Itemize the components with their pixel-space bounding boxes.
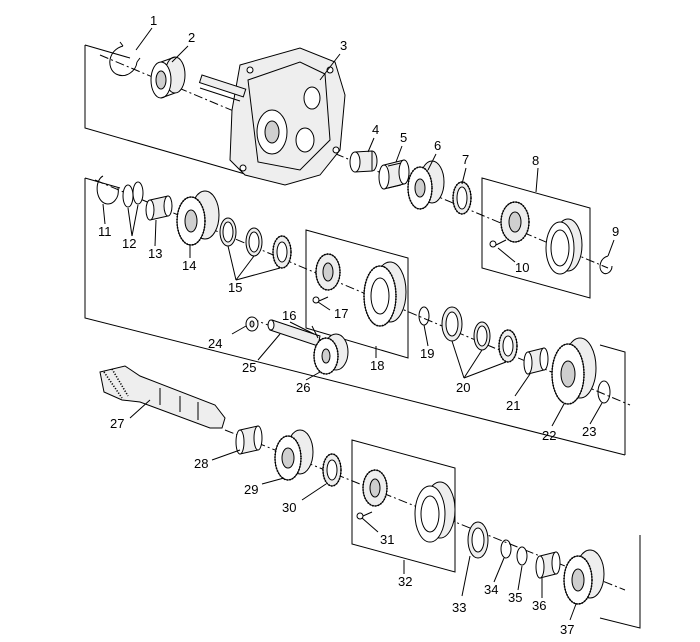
part-36-needle-bearing — [535, 551, 561, 579]
part-10-key — [489, 239, 507, 248]
callout-9: 9 — [612, 224, 619, 239]
callout-8: 8 — [532, 153, 539, 168]
callout-17: 17 — [334, 306, 348, 321]
part-20-synchro-rings — [441, 306, 518, 363]
part-30-synchro-ring — [322, 453, 342, 487]
callout-25: 25 — [242, 360, 256, 375]
part-14-gear — [176, 190, 220, 246]
callout-12: 12 — [122, 236, 136, 251]
callout-labels: 1 2 3 4 5 6 7 8 9 10 11 12 13 14 15 16 1… — [98, 13, 619, 637]
part-4-sleeve — [349, 150, 378, 173]
group-frame-bottom — [599, 535, 641, 629]
part-18-synchronizer-assembly — [315, 253, 407, 327]
part-29-gear — [274, 429, 314, 481]
part-12-thrust-washers — [122, 181, 144, 208]
callout-1: 1 — [150, 13, 157, 28]
callout-15: 15 — [228, 280, 242, 295]
part-37-gear — [563, 549, 605, 605]
callout-32: 32 — [398, 574, 412, 589]
part-5-needle-bearing — [378, 159, 410, 190]
part-26-gear — [313, 333, 349, 375]
part-15-synchro-rings — [219, 217, 292, 269]
part-32-synchronizer-assembly — [362, 469, 456, 543]
part-21-needle-bearing — [523, 347, 549, 375]
callout-37: 37 — [560, 622, 574, 637]
callout-36: 36 — [532, 598, 546, 613]
part-1-snap-ring — [109, 41, 141, 76]
callout-23: 23 — [582, 424, 596, 439]
part-34-snap-ring — [500, 539, 512, 559]
axis-middle — [94, 179, 631, 406]
part-33-synchro-ring — [467, 521, 489, 559]
part-9-snap-ring — [599, 255, 613, 275]
callout-24: 24 — [208, 336, 222, 351]
part-8-synchronizer-assembly — [500, 201, 583, 275]
callout-27: 27 — [110, 416, 124, 431]
part-27-output-shaft — [99, 365, 226, 429]
callout-26: 26 — [296, 380, 310, 395]
part-22-gear — [551, 337, 597, 405]
callout-22: 22 — [542, 428, 556, 443]
callout-14: 14 — [182, 258, 196, 273]
box-32 — [351, 439, 456, 573]
part-23-snap-ring — [597, 380, 611, 404]
part-11-snap-ring — [96, 175, 119, 205]
part-13-needle-bearing — [145, 195, 173, 221]
callout-3: 3 — [340, 38, 347, 53]
box-8 — [481, 177, 591, 299]
part-28-needle-bearing — [235, 425, 263, 455]
callout-21: 21 — [506, 398, 520, 413]
callout-16: 16 — [282, 308, 296, 323]
callout-30: 30 — [282, 500, 296, 515]
part-35-washer — [516, 546, 528, 566]
group-frame-middle — [84, 177, 626, 456]
callout-13: 13 — [148, 246, 162, 261]
group-frame-top — [84, 44, 246, 175]
callout-34: 34 — [484, 582, 498, 597]
part-6-gear — [407, 160, 445, 210]
callout-11: 11 — [98, 224, 112, 239]
part-2-bearing — [150, 56, 186, 99]
part-19-snap-ring — [418, 306, 430, 326]
callout-6: 6 — [434, 138, 441, 153]
callout-10: 10 — [515, 260, 529, 275]
part-3-transmission-case — [198, 47, 346, 186]
callout-29: 29 — [244, 482, 258, 497]
leader-lines — [102, 27, 615, 621]
callout-33: 33 — [452, 600, 466, 615]
callout-18: 18 — [370, 358, 384, 373]
part-7-synchro-ring — [452, 181, 472, 215]
part-24-washer — [245, 316, 259, 332]
callout-7: 7 — [462, 152, 469, 167]
box-18 — [305, 229, 409, 359]
part-31-key — [356, 511, 373, 520]
part-16-pin — [311, 325, 319, 339]
callout-5: 5 — [400, 130, 407, 145]
callout-2: 2 — [188, 30, 195, 45]
callout-20: 20 — [456, 380, 470, 395]
callout-4: 4 — [372, 122, 379, 137]
callout-31: 31 — [380, 532, 394, 547]
callout-28: 28 — [194, 456, 208, 471]
callout-35: 35 — [508, 590, 522, 605]
callout-19: 19 — [420, 346, 434, 361]
part-17-key — [312, 296, 329, 304]
